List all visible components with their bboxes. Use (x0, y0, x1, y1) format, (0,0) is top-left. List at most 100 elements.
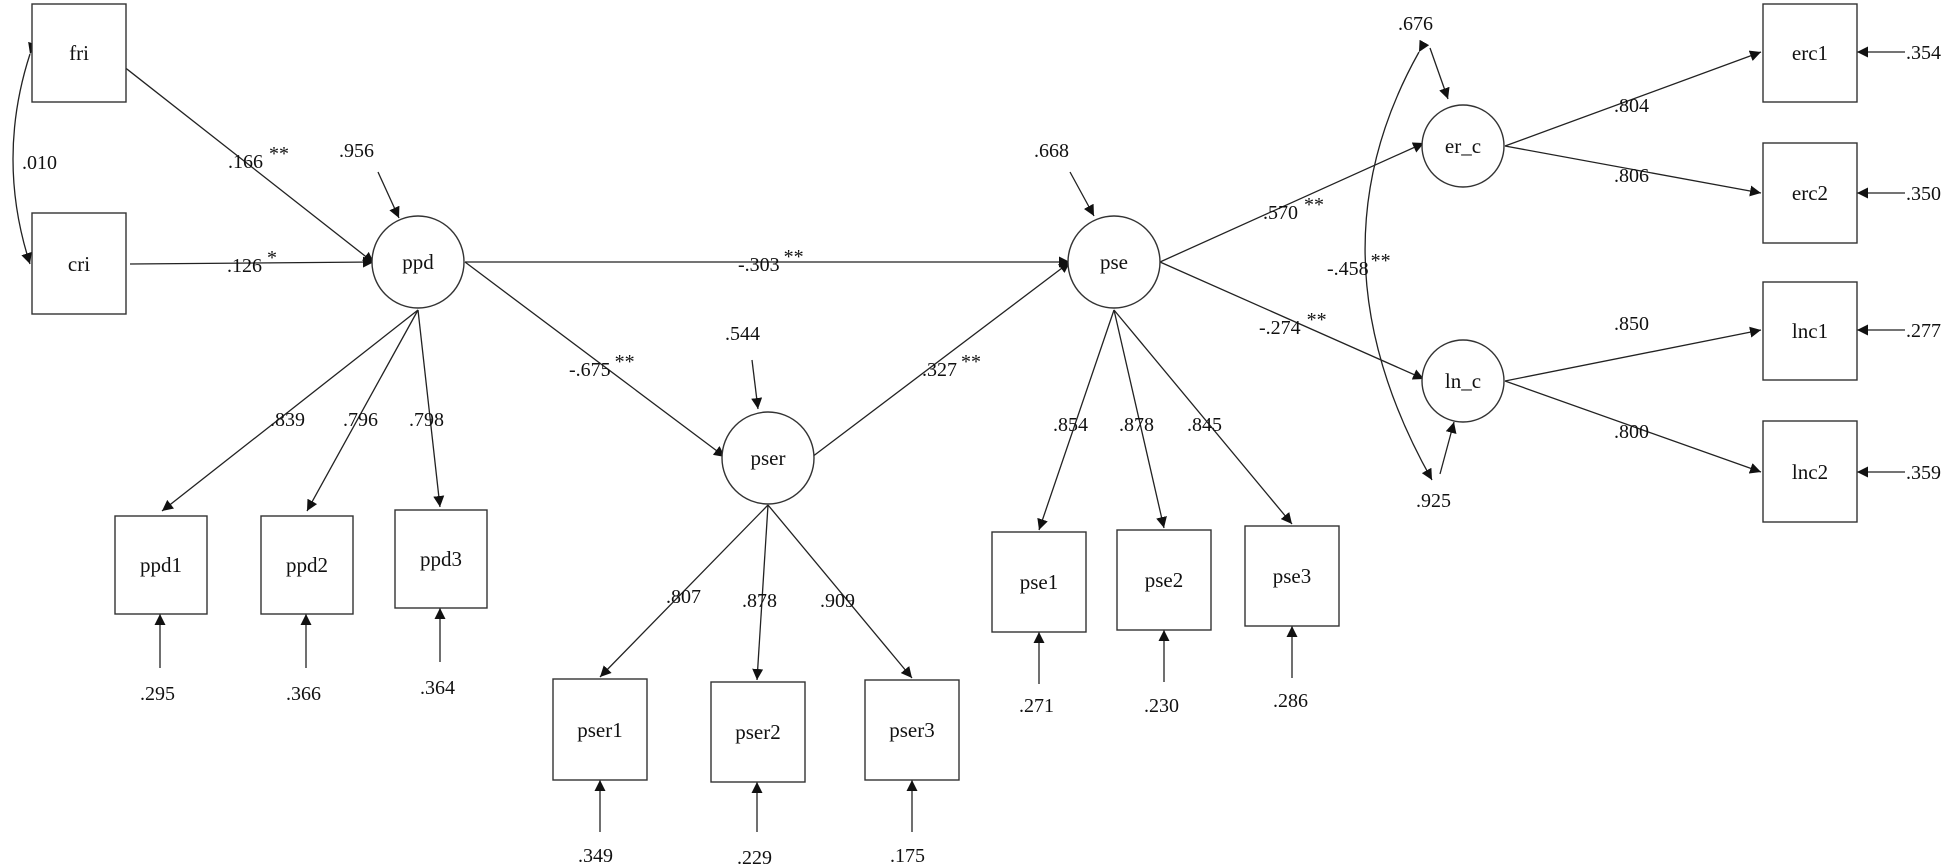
error-value-ppd2: .366 (286, 683, 321, 705)
factor-loadings: .839 .796 .798 .807 .878 .909 .854 .878 … (270, 95, 1649, 612)
error-value-ppd1: .295 (140, 683, 175, 705)
error-value-pse2: .230 (1144, 695, 1179, 717)
node-label: pse3 (1273, 564, 1312, 588)
node-ppd2: ppd2 (260, 515, 354, 615)
node-label: pser (751, 446, 786, 470)
node-er_c: er_c (1421, 104, 1505, 188)
error-value-er_c: .676 (1398, 13, 1433, 35)
node-label: ppd1 (140, 553, 182, 577)
node-label: erc2 (1792, 181, 1828, 205)
covariance-fri-cri (12, 41, 39, 265)
node-pser2: pser2 (710, 681, 806, 783)
coef-pser-pse: .327** (922, 351, 981, 381)
path-pser-pse (811, 261, 1071, 458)
loading-ppd-ppd3 (417, 309, 445, 508)
node-pse2: pse2 (1116, 529, 1212, 631)
coef-fri-ppd: .166** (228, 143, 289, 173)
node-label: erc1 (1792, 41, 1828, 65)
coef-cri-ppd: .126* (227, 247, 277, 277)
loading-pse-pse2 (1113, 309, 1167, 529)
node-label: ppd (402, 250, 434, 274)
error-value-pser2: .229 (737, 847, 772, 866)
path-ppd-pser (464, 261, 726, 458)
residual-arrow-pser (751, 359, 763, 410)
node-pser3: pser3 (864, 679, 960, 781)
error-variances: .956 .544 .668 .676 .925 .295 .366 .364 … (140, 13, 1941, 866)
node-pser1: pser1 (552, 678, 648, 781)
error-value-lnc2: .359 (1906, 462, 1941, 484)
path-pse-lnc (1159, 261, 1425, 380)
residual-arrow-er_c (1429, 47, 1450, 100)
coef-ppd-pse: -.303** (738, 246, 804, 276)
error-value-erc2: .350 (1906, 183, 1941, 205)
loading-value-ppd1: .839 (270, 409, 305, 431)
error-value-lnc1: .277 (1906, 320, 1941, 342)
coef-pse-lnc: -.274** (1259, 309, 1327, 339)
observed-variables: fri cri ppd1 ppd2 ppd3 pser1 pser2 pser (31, 3, 1858, 783)
node-ppd3: ppd3 (394, 509, 488, 609)
path-cri-ppd (129, 256, 375, 268)
node-label: fri (69, 41, 89, 65)
node-label: pse2 (1145, 568, 1184, 592)
loading-pser-pser3 (767, 504, 913, 679)
node-label: er_c (1445, 134, 1481, 158)
loading-pser-pser1 (599, 504, 769, 678)
error-value-ppd: .956 (339, 140, 374, 162)
node-pse3: pse3 (1244, 525, 1340, 627)
error-value-ln_c: .925 (1416, 490, 1451, 512)
node-lnc2: lnc2 (1762, 420, 1858, 523)
residual-arrow-ppd (377, 171, 400, 219)
path-fri-ppd (94, 43, 375, 264)
loading-pser-pser2 (752, 504, 769, 681)
coef-ppd-pser: -.675** (569, 351, 635, 381)
node-label: pse (1100, 250, 1128, 274)
error-value-pser1: .349 (578, 845, 613, 866)
residual-arrow-pse (1069, 171, 1095, 217)
loading-value-pser2: .878 (742, 590, 777, 612)
node-erc2: erc2 (1762, 142, 1858, 244)
loading-pse-pse3 (1113, 309, 1293, 525)
loading-erc-erc1 (1504, 50, 1762, 147)
node-fri: fri (31, 3, 127, 103)
loading-value-pse2: .878 (1119, 414, 1154, 436)
error-value-pser3: .175 (890, 845, 925, 866)
node-pser: pser (721, 411, 815, 505)
node-ln_c: ln_c (1421, 339, 1505, 423)
error-value-erc1: .354 (1906, 42, 1941, 64)
error-value-pse3: .286 (1273, 690, 1308, 712)
node-label: pser2 (735, 720, 781, 744)
residual-arrow-ln_c (1439, 421, 1457, 475)
loading-pse-pse1 (1037, 309, 1115, 531)
error-value-pser: .544 (725, 323, 760, 345)
node-label: ln_c (1445, 369, 1481, 393)
latent-variables: ppd pser pse er_c ln_c (371, 104, 1505, 505)
loading-value-ppd3: .798 (409, 409, 444, 431)
node-pse1: pse1 (991, 531, 1087, 633)
loading-value-erc2: .806 (1614, 165, 1649, 187)
node-pse: pse (1067, 215, 1161, 309)
node-erc1: erc1 (1762, 3, 1858, 103)
node-label: lnc1 (1792, 319, 1828, 343)
loading-lnc-lnc1 (1504, 326, 1762, 382)
node-label: pser3 (889, 718, 935, 742)
node-ppd1: ppd1 (114, 515, 208, 615)
node-cri: cri (31, 212, 127, 315)
error-value-ppd3: .364 (420, 677, 455, 699)
loading-value-pse1: .854 (1053, 414, 1088, 436)
loading-ppd-ppd1 (161, 309, 419, 512)
edges (12, 39, 1905, 832)
loading-value-erc1: .804 (1614, 95, 1649, 117)
loading-ppd-ppd2 (306, 309, 419, 512)
node-label: ppd2 (286, 553, 328, 577)
coef-fri-cri-covariance: .010 (22, 152, 57, 174)
coef-erc-lnc-covariance: -.458** (1327, 250, 1391, 280)
error-value-pse1: .271 (1019, 695, 1054, 717)
loading-value-pse3: .845 (1187, 414, 1222, 436)
covariance-erc-lnc (1364, 39, 1433, 481)
node-lnc1: lnc1 (1762, 281, 1858, 381)
path-coefficients: .166** .126* -.303** -.675** .327** .570… (22, 143, 1391, 381)
path-pse-erc (1159, 142, 1425, 263)
loading-value-lnc1: .850 (1614, 313, 1649, 335)
loading-value-pser1: .807 (666, 586, 701, 608)
node-label: lnc2 (1792, 460, 1828, 484)
